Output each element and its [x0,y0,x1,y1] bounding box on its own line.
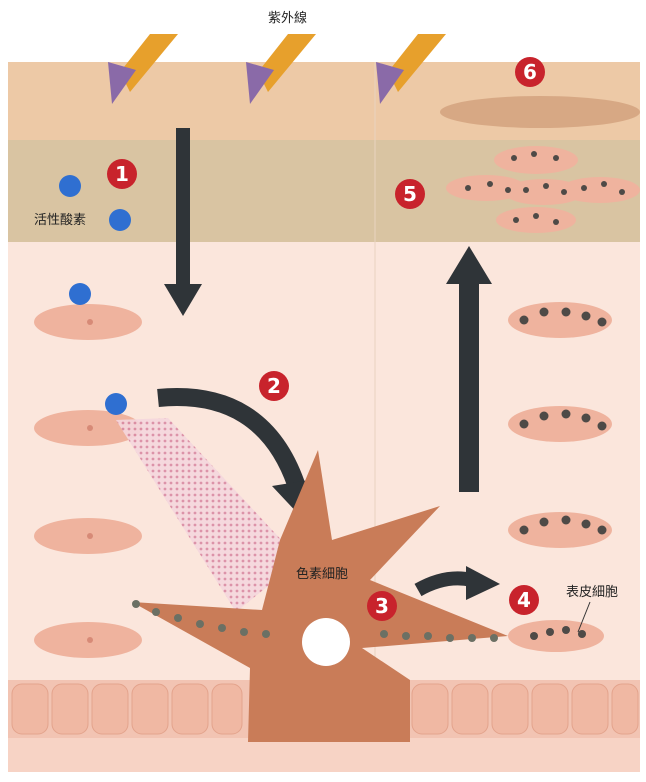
svg-text:2: 2 [267,374,281,398]
step-badge-4: 4 [509,585,539,615]
step-badge-3: 3 [367,591,397,621]
uv-label: 紫外線 [268,10,307,26]
keratinocyte-label: 表皮細胞 [566,585,618,600]
svg-text:1: 1 [115,162,129,186]
step-badge-6: 6 [515,57,545,87]
dermis [8,738,640,772]
melanocyte-nucleus [302,618,350,666]
step-badge-1: 1 [107,159,137,189]
melanocyte-label: 色素細胞 [296,566,348,582]
ros-label: 活性酸素 [34,213,86,228]
svg-text:6: 6 [523,60,537,84]
svg-text:3: 3 [375,594,389,618]
step-badge-2: 2 [259,371,289,401]
svg-text:4: 4 [517,588,531,612]
step-badge-5: 5 [395,179,425,209]
svg-text:5: 5 [403,182,417,206]
shedding-flake [440,96,640,128]
